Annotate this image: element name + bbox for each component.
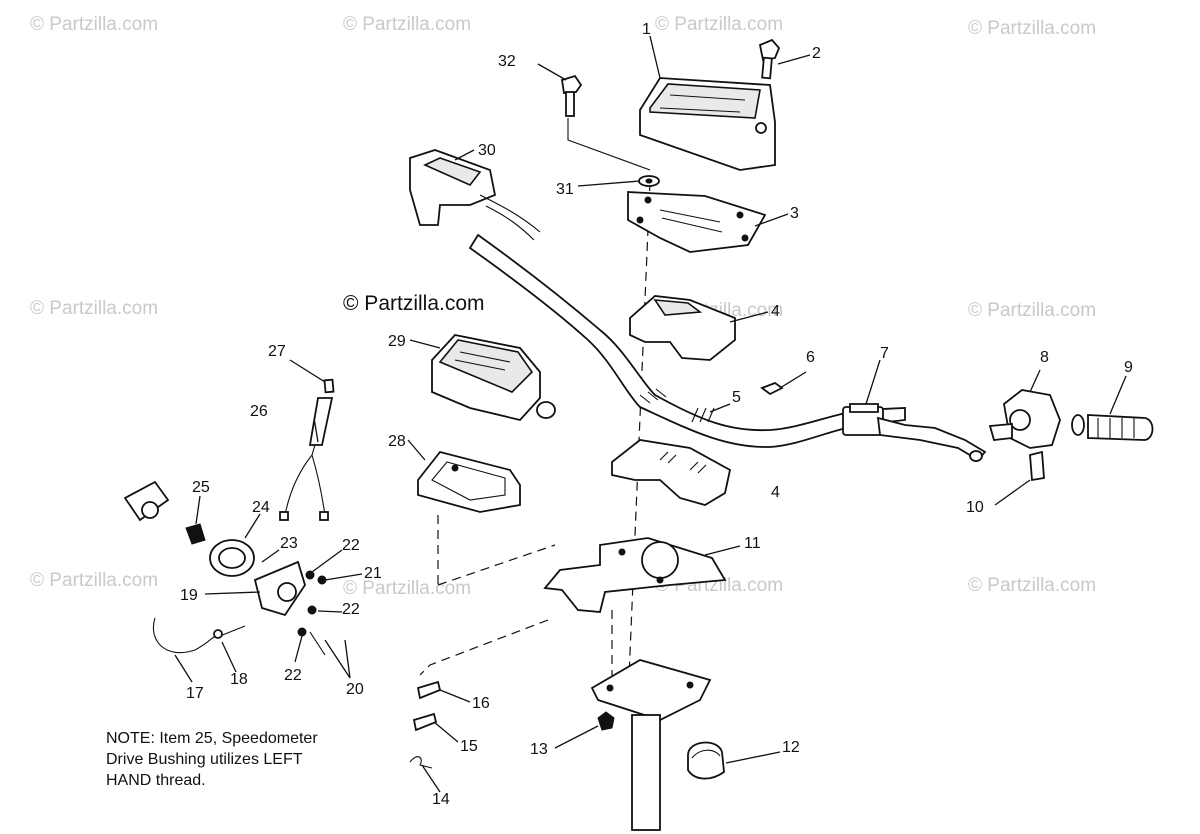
upper-clamp <box>629 295 736 361</box>
center-watermark: © Partzilla.com <box>343 292 485 315</box>
nut-13 <box>597 711 615 731</box>
callout-numbers: 1 2 3 4 4 5 6 7 8 9 10 11 12 13 14 15 16… <box>180 21 1133 808</box>
watermark-low-4: © Partzilla.com <box>968 575 1097 596</box>
note-line-2: Drive Bushing utilizes LEFT <box>106 751 303 768</box>
callout-leaders <box>174 35 1127 793</box>
brake-lever-assembly <box>842 403 987 462</box>
callout-30: 30 <box>478 142 496 159</box>
cable-clamp-12 <box>687 741 725 780</box>
callout-4-upper: 4 <box>771 303 780 320</box>
handlebar-cover <box>639 77 776 171</box>
watermark-top-3: © Partzilla.com <box>655 14 784 35</box>
callout-6: 6 <box>806 349 815 366</box>
bolt-2 <box>758 38 781 80</box>
watermark-top-2: © Partzilla.com <box>343 14 472 35</box>
watermark-top-4: © Partzilla.com <box>968 18 1097 39</box>
callout-9: 9 <box>1124 359 1133 376</box>
callout-29: 29 <box>388 333 406 350</box>
callout-14: 14 <box>432 791 450 808</box>
callout-22-b: 22 <box>342 601 360 618</box>
steering-post <box>590 659 712 831</box>
callout-25: 25 <box>192 479 210 496</box>
watermark-low-2: © Partzilla.com <box>343 578 472 599</box>
callout-17: 17 <box>186 685 204 702</box>
callout-1: 1 <box>642 21 651 38</box>
note-line-3: HAND thread. <box>106 772 206 789</box>
callout-31: 31 <box>556 181 574 198</box>
callout-4-lower: 4 <box>771 484 780 501</box>
parts-14-16 <box>409 680 442 769</box>
callout-11: 11 <box>744 535 761 552</box>
callout-28: 28 <box>388 433 406 450</box>
callout-15: 15 <box>460 738 478 755</box>
callout-24: 24 <box>252 499 270 516</box>
washer-31 <box>638 175 660 187</box>
lower-clamp <box>611 439 732 506</box>
note-line-1: NOTE: Item 25, Speedometer <box>106 730 318 747</box>
callout-2: 2 <box>812 45 821 62</box>
watermark-mid-1: © Partzilla.com <box>30 298 159 319</box>
callout-19: 19 <box>180 587 198 604</box>
callout-5: 5 <box>732 389 741 406</box>
clamp-plate <box>627 191 767 253</box>
callout-12: 12 <box>782 739 800 756</box>
throttle-housing <box>988 389 1061 482</box>
callout-10: 10 <box>966 499 984 516</box>
callout-16: 16 <box>472 695 490 712</box>
speedometer-drive-parts <box>123 480 327 656</box>
callout-22-c: 22 <box>284 667 302 684</box>
callout-3: 3 <box>790 205 799 222</box>
watermark-low-1: © Partzilla.com <box>30 570 159 591</box>
bolt-32 <box>560 74 583 117</box>
thread-note: NOTE: Item 25, Speedometer Drive Bushing… <box>106 728 318 791</box>
callout-20: 20 <box>346 681 364 698</box>
callout-8: 8 <box>1040 349 1049 366</box>
callout-21: 21 <box>364 565 382 582</box>
speedometer-tray <box>417 450 521 513</box>
hand-grip <box>1071 414 1154 441</box>
callout-7: 7 <box>880 345 889 362</box>
spacer-6 <box>760 381 784 396</box>
watermark-top-1: © Partzilla.com <box>30 14 159 35</box>
speedometer <box>431 334 556 421</box>
callout-32: 32 <box>498 53 516 70</box>
callout-23: 23 <box>280 535 298 552</box>
callout-22-a: 22 <box>342 537 360 554</box>
speedometer-cable <box>279 378 335 521</box>
callout-26: 26 <box>250 403 268 420</box>
watermark-mid-4: © Partzilla.com <box>968 300 1097 321</box>
left-control-housing <box>409 149 541 241</box>
callout-18: 18 <box>230 671 248 688</box>
callout-13: 13 <box>530 741 548 758</box>
mounting-bracket <box>543 537 727 613</box>
callout-27: 27 <box>268 343 286 360</box>
